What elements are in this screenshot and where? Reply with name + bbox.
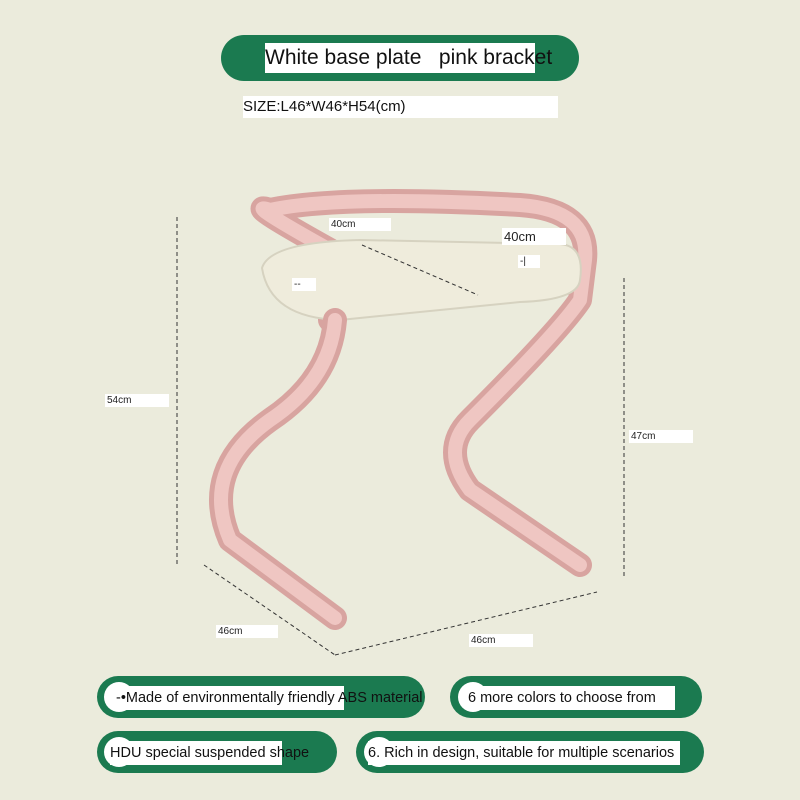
- seat-depth-line: [361, 244, 479, 296]
- width-line: [334, 591, 598, 656]
- feature-text-2: 6 more colors to choose from: [468, 686, 675, 710]
- seat-width-label: 40cm: [502, 228, 566, 245]
- feature-text-4: 6. Rich in design, suitable for multiple…: [368, 741, 680, 765]
- base-width-label: 46cm: [469, 634, 533, 647]
- title-text: White base plate pink bracket: [265, 43, 552, 73]
- seat-depth-label: 40cm: [329, 218, 391, 231]
- base-depth-label: 46cm: [216, 625, 278, 638]
- size-text: SIZE:L46*W46*H54(cm): [243, 96, 558, 118]
- seat-side-label: --: [292, 278, 316, 291]
- frame-back-highlight: [255, 194, 593, 572]
- leg-height-label: 47cm: [629, 430, 693, 443]
- total-height-label: 54cm: [105, 394, 169, 407]
- frame-front-highlight: [214, 313, 342, 625]
- stool-illustration: [176, 189, 625, 656]
- depth-line: [203, 564, 336, 656]
- feature-text-1: -•Made of environmentally friendly ABS m…: [116, 686, 423, 710]
- seat: [261, 239, 582, 321]
- feature-text-3: HDU special suspended shape: [110, 741, 309, 765]
- seat-mark-label: -|: [518, 255, 540, 268]
